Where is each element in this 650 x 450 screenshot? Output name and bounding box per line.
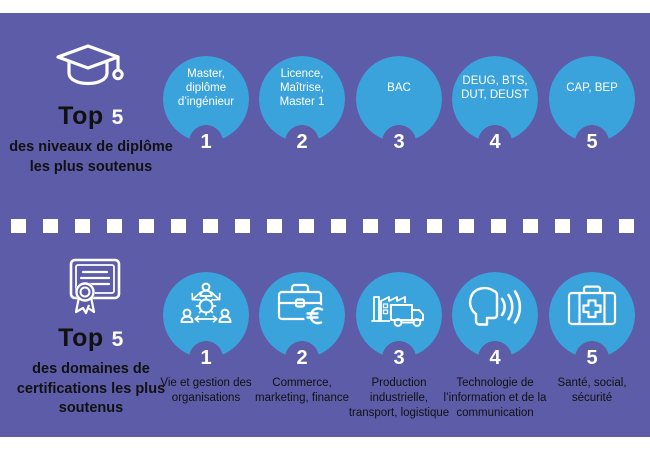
bubble-label: DEUG, BTS, DUT, DEUST (461, 75, 529, 101)
speaking-head-waves-icon (452, 276, 538, 336)
bubble-caption: Vie et gestion des organisations (160, 377, 252, 404)
separator-tick (442, 219, 459, 233)
bubble-notch (382, 342, 416, 359)
bubble-item[interactable]: Licence, Maîtrise, Master 1 2 (259, 56, 345, 152)
bubble-disc (356, 272, 442, 359)
first-aid-kit-icon (549, 276, 635, 336)
certificate-icon (8, 258, 174, 315)
bubble-disc (259, 272, 345, 359)
separator-tick (602, 219, 619, 233)
top-number: 5 (111, 106, 124, 129)
bubble-notch (478, 342, 512, 359)
heading-diploma-levels: Top 5 des niveaux de diplôme les plus sou… (8, 36, 174, 177)
bubble-notch (285, 126, 319, 143)
separator-tick (122, 219, 139, 233)
separator-tick (474, 219, 491, 233)
bubble-notch (189, 342, 223, 359)
heading-certification-domains: Top 5 des domaines de certifications les … (8, 258, 174, 419)
separator-tick (26, 219, 43, 233)
bubble-rank: 4 (489, 131, 501, 153)
top-word: Top (58, 102, 104, 130)
separator-tick (218, 219, 235, 233)
graduation-cap-icon (8, 36, 174, 92)
bubble-notch (575, 342, 609, 359)
bubble-disc (549, 272, 635, 359)
separator-tick (282, 219, 299, 233)
separator-tick (90, 219, 107, 233)
bubble-notch (189, 126, 223, 143)
bubble-rank: 2 (296, 347, 308, 369)
bubble-notch (478, 126, 512, 143)
briefcase-euro-icon (259, 276, 345, 336)
bubble-rank: 3 (393, 131, 405, 153)
bubble-disc: Licence, Maîtrise, Master 1 (259, 56, 345, 143)
bubble-label: Master, diplôme d’ingénieur (177, 68, 235, 108)
bubble-item[interactable]: BAC 3 (356, 56, 442, 152)
bubble-disc: Master, diplôme d’ingénieur (163, 56, 249, 143)
separator-tick (410, 219, 427, 233)
bubble-disc: DEUG, BTS, DUT, DEUST (452, 56, 538, 143)
separator-tick (346, 219, 363, 233)
top-label-row: Top 5 (8, 326, 174, 351)
bubble-item[interactable]: CAP, BEP 5 (549, 56, 635, 152)
bubble-rank: 3 (393, 347, 405, 369)
bubble-label: CAP, BEP (566, 82, 618, 95)
bubble-caption: Production industrielle, transport, logi… (348, 377, 450, 419)
bubble-item[interactable]: DEUG, BTS, DUT, DEUST 4 (452, 56, 538, 152)
separator-tick (506, 219, 523, 233)
organization-network-icon (163, 276, 249, 336)
bubble-rank: 5 (586, 347, 598, 369)
heading-subtitle: des domaines de certifications les plus … (16, 361, 166, 417)
bubble-caption: Commerce, marketing, finance (255, 377, 349, 404)
bubble-rank: 2 (296, 131, 308, 153)
perforated-separator (0, 219, 650, 233)
heading-subtitle: des niveaux de diplôme les plus soutenus (9, 139, 173, 175)
bubble-caption: Santé, social, sécurité (557, 377, 627, 404)
bubble-disc: CAP, BEP (549, 56, 635, 143)
separator-tick (186, 219, 203, 233)
separator-tick (250, 219, 267, 233)
bubble-item[interactable]: 3 Production industrielle, transport, lo… (349, 272, 449, 419)
separator-tick (314, 219, 331, 233)
top-label-row: Top 5 (8, 104, 174, 129)
bubble-rank: 1 (200, 131, 212, 153)
bubble-item[interactable]: 1 Vie et gestion des organisations (160, 272, 252, 404)
bubble-item[interactable]: Master, diplôme d’ingénieur 1 (163, 56, 249, 152)
separator-tick (538, 219, 555, 233)
top-word: Top (58, 324, 104, 352)
bubble-caption: Technologie de l’information et de la co… (443, 377, 547, 419)
separator-tick (58, 219, 75, 233)
top-number: 5 (111, 328, 124, 351)
separator-tick (378, 219, 395, 233)
bubble-notch (382, 126, 416, 143)
separator-tick (570, 219, 587, 233)
bubble-rank: 4 (489, 347, 501, 369)
bubble-item[interactable]: 2 Commerce, marketing, finance (255, 272, 349, 404)
bubble-label: Licence, Maîtrise, Master 1 (279, 68, 325, 108)
bubble-label: BAC (387, 82, 411, 95)
bubble-rank: 5 (586, 131, 598, 153)
factory-truck-icon (356, 276, 442, 336)
bubble-item[interactable]: 5 Santé, social, sécurité (549, 272, 635, 404)
separator-tick (154, 219, 171, 233)
separator-tick (634, 219, 650, 233)
bubble-notch (575, 126, 609, 143)
bubble-item[interactable]: 4 Technologie de l’information et de la … (444, 272, 546, 419)
bubble-rank: 1 (200, 347, 212, 369)
bubble-disc (163, 272, 249, 359)
separator-tick (0, 219, 11, 233)
bubble-disc: BAC (356, 56, 442, 143)
bubble-notch (285, 342, 319, 359)
bubble-disc (452, 272, 538, 359)
